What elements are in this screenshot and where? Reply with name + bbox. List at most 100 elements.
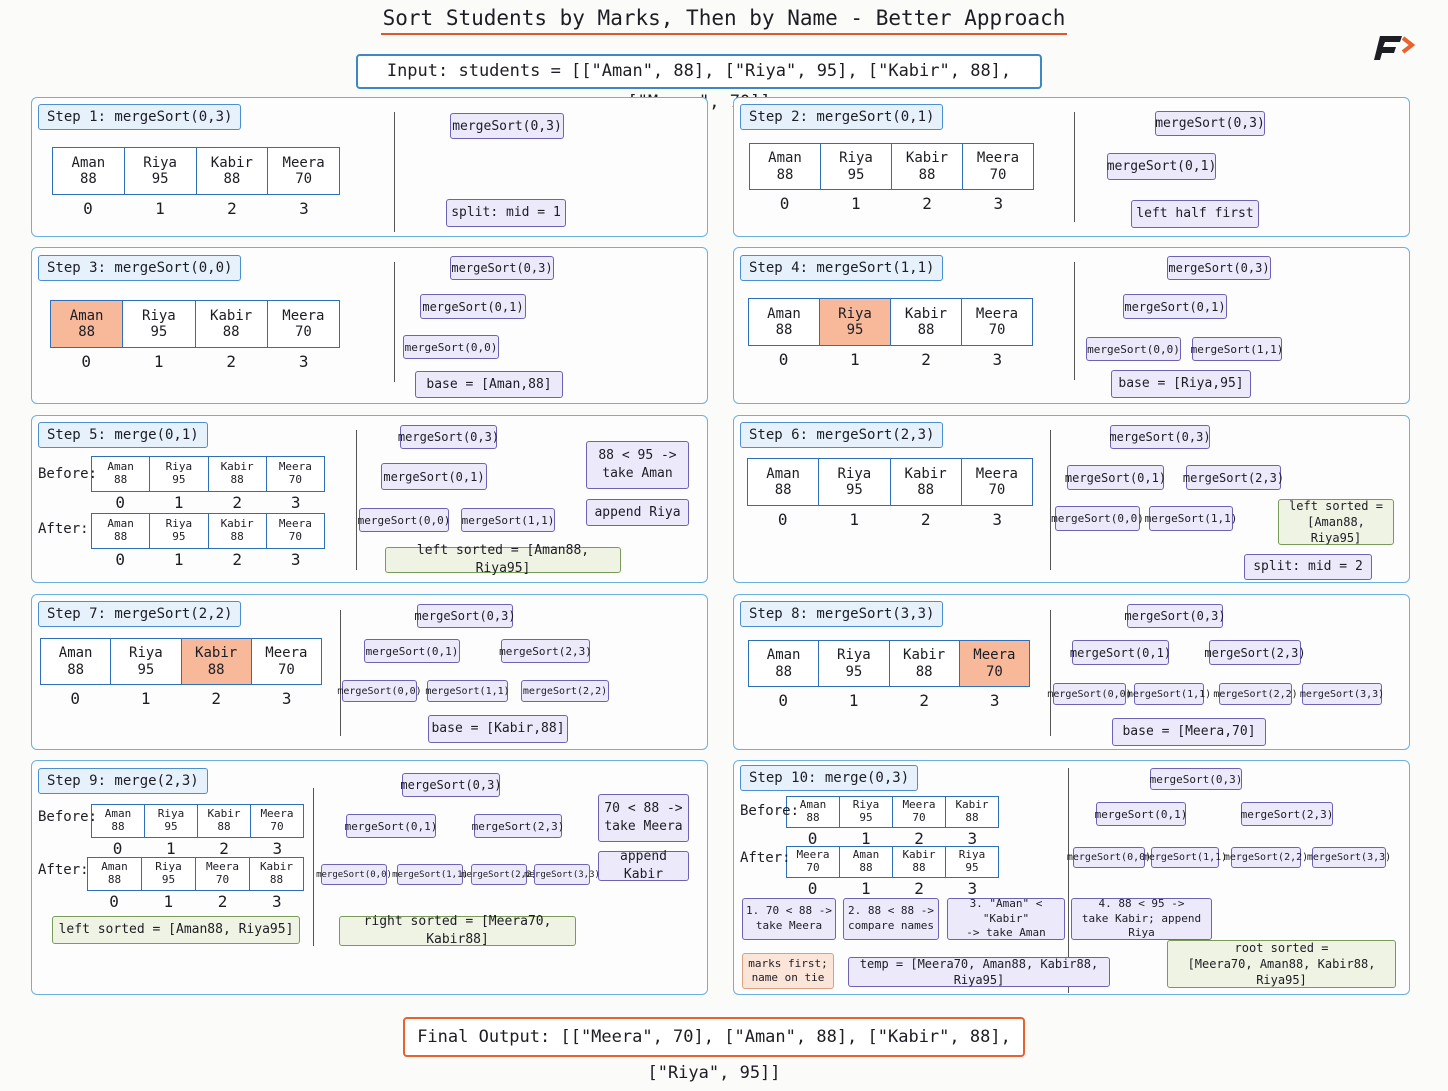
call-node: mergeSort(2,3) (472, 814, 564, 838)
student-name: Riya (958, 848, 986, 862)
array-index: 3 (992, 510, 1003, 529)
array-index: 2 (232, 493, 243, 512)
array-index: 2 (921, 350, 931, 369)
call-node: mergeSort(0,1) (1065, 465, 1166, 490)
student-marks: 88 (67, 661, 85, 678)
call-node: mergeSort(0,0) (1086, 337, 1181, 361)
student-marks: 88 (912, 861, 926, 874)
student-marks: 88 (776, 166, 794, 183)
array-index: 0 (778, 350, 789, 369)
student-marks: 95 (172, 473, 186, 486)
call-node: mergeSort(0,3) (398, 425, 499, 449)
student-marks: 95 (845, 482, 863, 498)
step-label: Step 7: mergeSort(2,2) (38, 601, 242, 627)
array-index: 3 (967, 829, 978, 848)
array-index: 2 (211, 689, 222, 708)
student-name: Aman (799, 798, 827, 812)
note-box: 70 < 88 ->take Meera (598, 794, 689, 842)
after-label: After: (740, 850, 791, 866)
logo-icon (1374, 36, 1416, 60)
array-index: 0 (779, 194, 790, 213)
student-name: Meera (976, 150, 1020, 167)
student-marks: 70 (277, 661, 295, 678)
call-node: mergeSort(2,2) (1224, 847, 1308, 868)
array-index: 2 (232, 550, 243, 569)
call-node: mergeSort(0,0) (1067, 847, 1151, 868)
student-marks: 70 (270, 820, 284, 833)
panel-divider (1074, 112, 1075, 222)
step-label: Step 10: merge(0,3) (740, 765, 919, 791)
array-index: 2 (914, 829, 924, 848)
step-label: Step 5: merge(0,1) (38, 422, 208, 448)
student-name: Kabir (902, 848, 936, 862)
student-marks: 88 (207, 661, 225, 678)
student-name: Meera (282, 307, 325, 324)
student-name: Riya (165, 517, 193, 531)
note-box: left half first (1131, 200, 1259, 228)
student-marks: 70 (989, 166, 1007, 183)
student-marks: 95 (164, 820, 178, 833)
note-box: split: mid = 1 (446, 199, 566, 227)
array-index: 2 (217, 892, 228, 911)
array-index: 0 (70, 689, 81, 708)
student-name: Kabir (210, 154, 253, 171)
call-node: mergeSort(2,2) (521, 680, 609, 702)
array-index: 1 (861, 829, 871, 848)
array-index: 1 (166, 839, 176, 858)
student-marks: 88 (114, 530, 128, 543)
step-label: Step 4: mergeSort(1,1) (740, 255, 944, 281)
student-name: Meera (796, 848, 830, 862)
call-node: mergeSort(0,3) (1124, 604, 1226, 628)
call-node: mergeSort(0,3) (1150, 768, 1242, 790)
student-marks: 88 (915, 663, 933, 680)
call-node: mergeSort(0,0) (1047, 683, 1132, 705)
array-index: 0 (109, 892, 119, 911)
array-index: 1 (155, 199, 165, 218)
student-marks: 95 (137, 661, 155, 678)
array-index: 3 (967, 879, 978, 898)
array-index: 3 (272, 839, 283, 858)
final-output-box: Final Output: [["Meera", 70], ["Aman", 8… (403, 1017, 1025, 1083)
student-marks: 70 (985, 663, 1003, 680)
call-node: mergeSort(2,3) (1241, 802, 1333, 826)
student-name: Riya (155, 860, 182, 874)
student-marks: 88 (917, 482, 935, 498)
array-index: 2 (919, 691, 930, 710)
call-node: mergeSort(0,3) (1167, 256, 1271, 280)
array-index: 2 (922, 194, 932, 213)
student-name: Kabir (207, 807, 241, 821)
call-node: mergeSort(1,1) (1191, 337, 1283, 361)
array-index: 3 (272, 892, 282, 911)
student-name: Riya (852, 798, 880, 812)
green-box: left sorted =[Aman88, Riya95] (1278, 499, 1394, 545)
page-title: Sort Students by Marks, Then by Name - B… (0, 6, 1448, 35)
student-name: Riya (839, 150, 873, 167)
call-node: mergeSort(0,3) (450, 113, 564, 139)
note-box: temp = [Meera70, Aman88, Kabir88, Riya95… (848, 957, 1110, 987)
student-marks: 95 (859, 811, 873, 824)
array-index: 0 (83, 199, 93, 218)
call-node: mergeSort(2,3) (1204, 640, 1306, 665)
student-name: Aman (58, 645, 93, 662)
call-node: mergeSort(0,0) (316, 864, 392, 885)
